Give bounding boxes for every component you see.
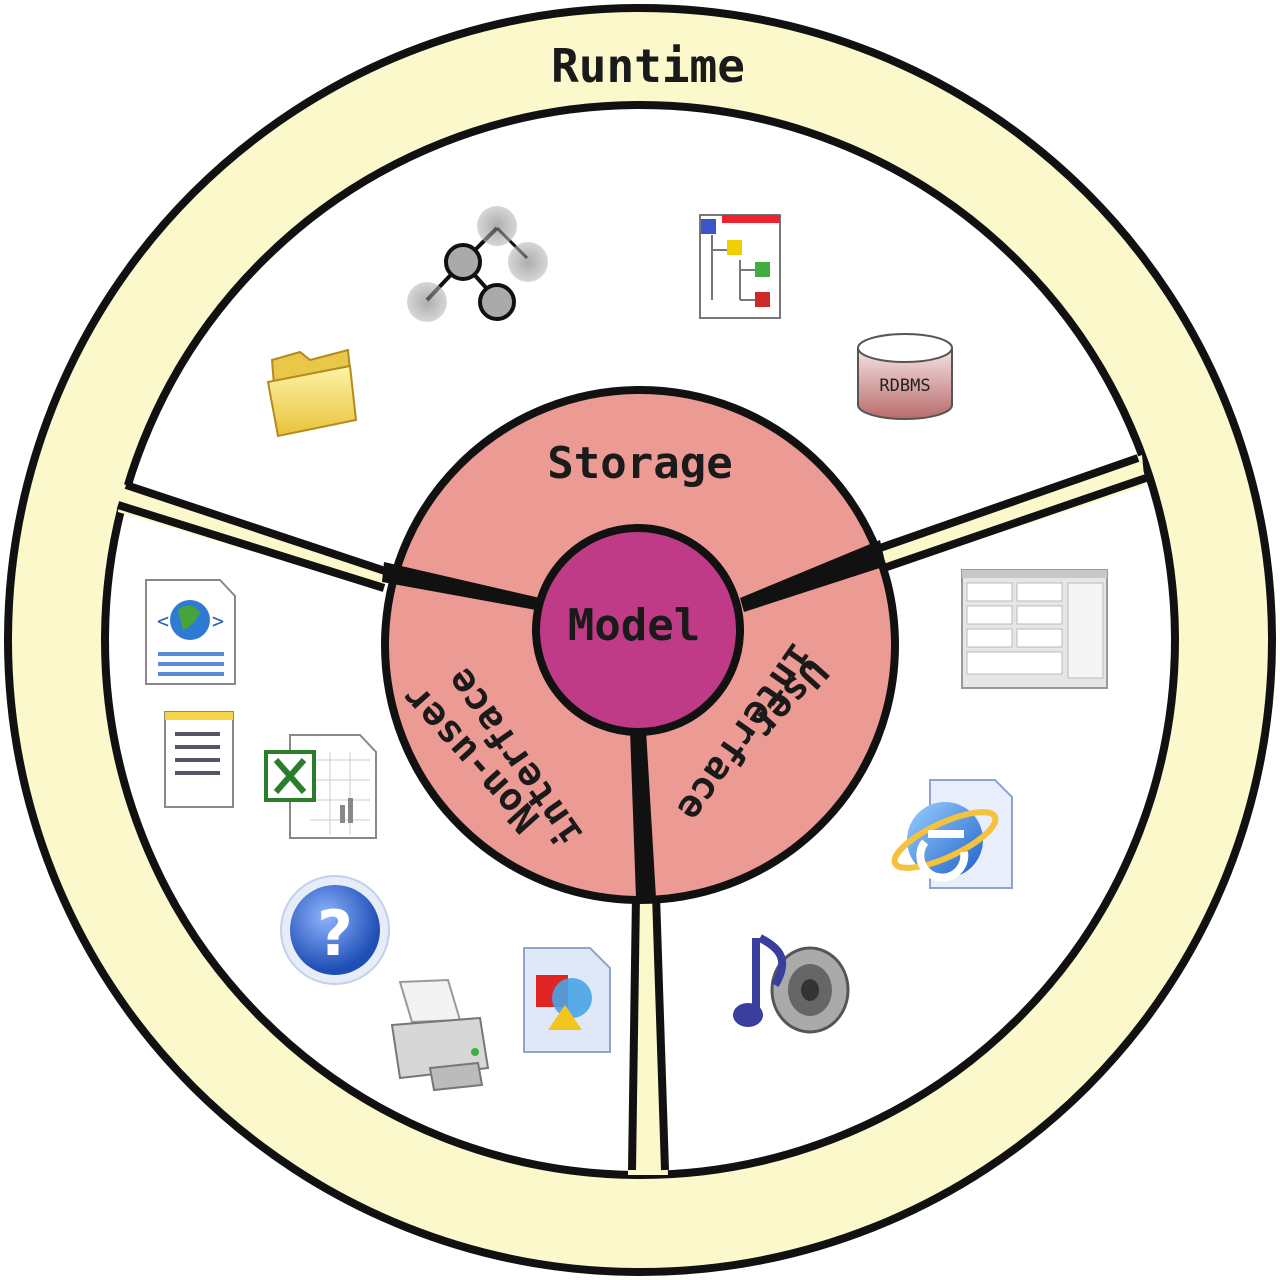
web-service-icon: < > [145, 579, 236, 685]
internet-explorer-icon [891, 779, 1013, 889]
model-spokes [382, 540, 886, 898]
folder-icon [266, 348, 358, 438]
media-audio-icon [733, 934, 850, 1034]
segment-separators [116, 454, 1148, 1175]
svg-text:<: < [157, 609, 169, 633]
class-diagram-icon [699, 214, 781, 319]
application-window-icon [961, 569, 1108, 689]
notepad-icon [164, 711, 234, 808]
graph-icon [407, 206, 548, 322]
printer-icon [390, 978, 490, 1092]
rdbms-database-icon: RDBMS [857, 333, 953, 420]
storage-label: Storage [547, 438, 732, 489]
runtime-label: Runtime [551, 39, 745, 93]
model-label: Model [568, 600, 700, 651]
excel-spreadsheet-icon [264, 734, 377, 839]
rdbms-label: RDBMS [879, 376, 930, 396]
svg-text:?: ? [317, 897, 353, 970]
model-core [532, 524, 744, 736]
image-file-icon [523, 947, 611, 1053]
svg-text:>: > [212, 609, 224, 633]
help-icon: ? [280, 875, 390, 985]
